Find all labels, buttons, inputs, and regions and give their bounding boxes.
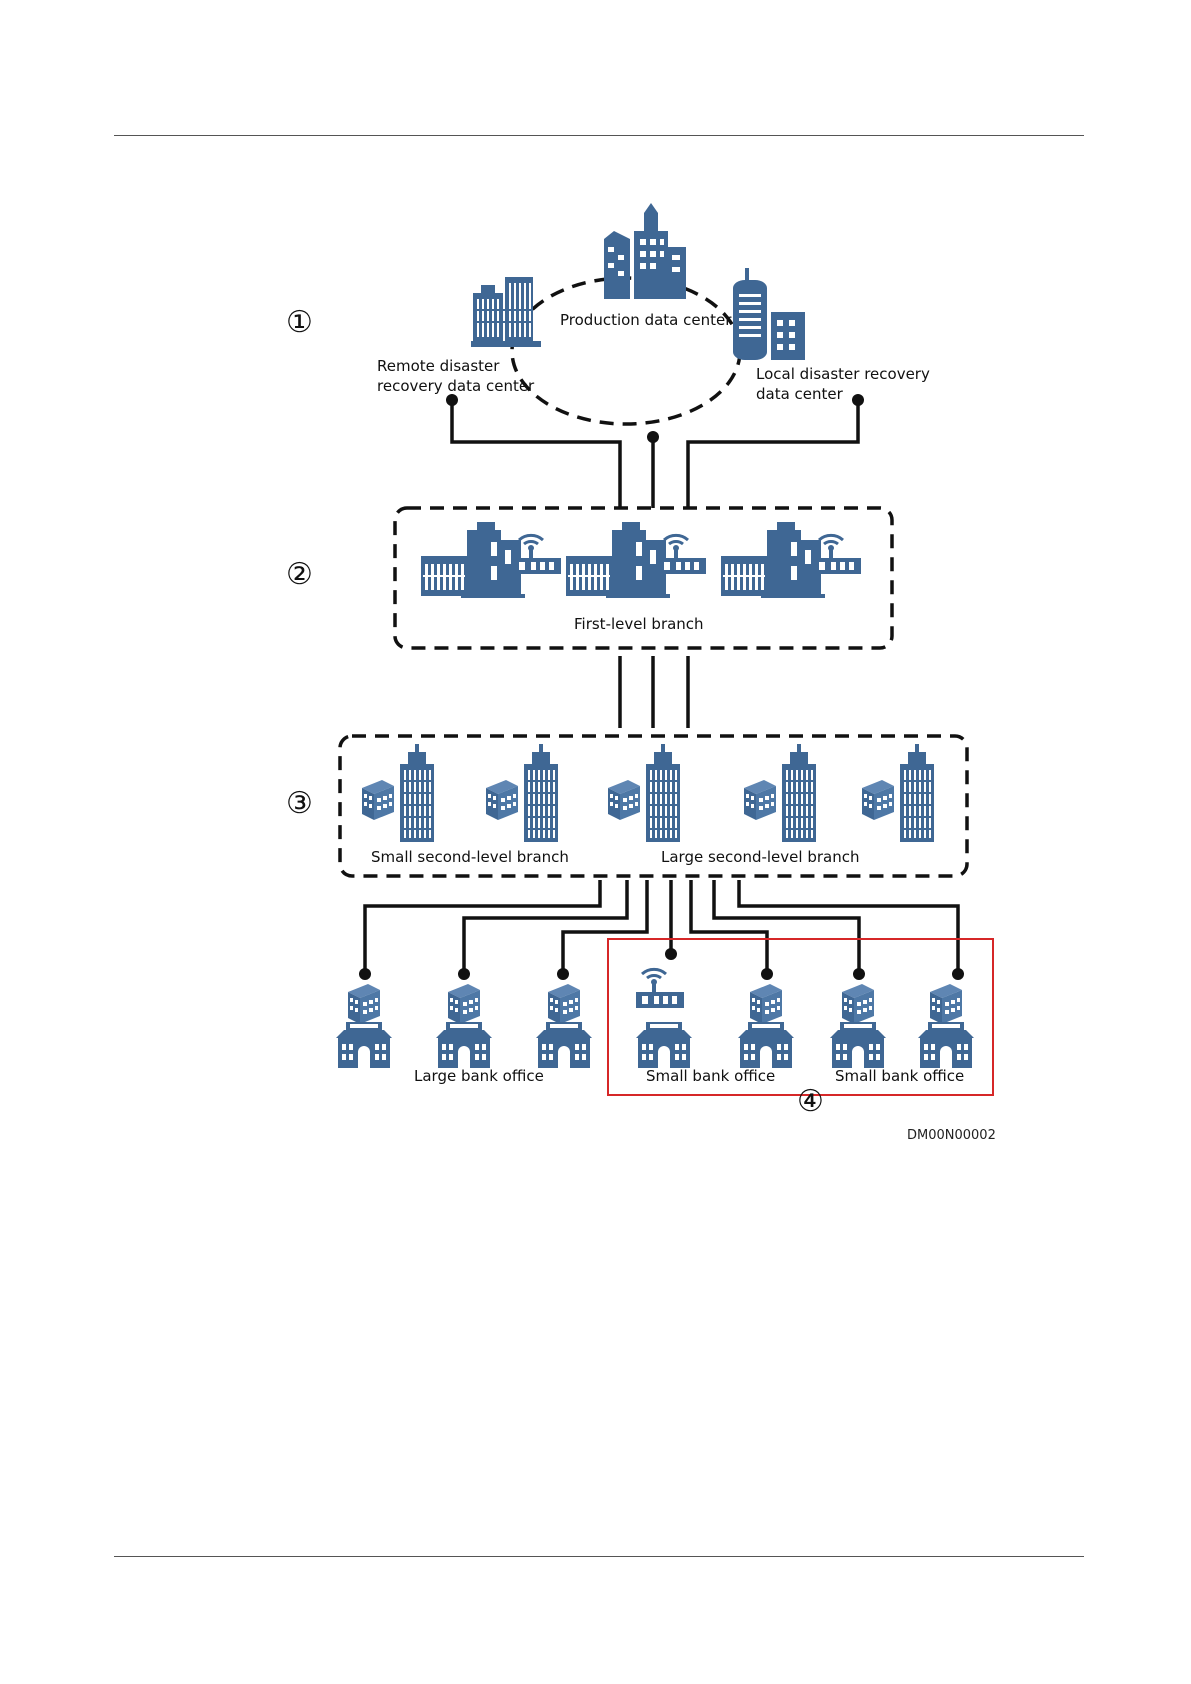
small-second-level-branch-label: Small second-level branch [371,847,569,867]
tier-marker-2: ② [286,560,313,590]
small-bank-office-label: Small bank office [646,1066,775,1086]
data-center-ring [512,278,740,424]
tier-marker-3: ③ [286,789,313,819]
remote-dr-data-center-icon [471,277,541,347]
second-level-branch-icon [744,744,816,842]
large-bank-office-icon [436,984,492,1068]
tier-marker-4: ④ [797,1087,824,1117]
production-data-center-label: Production data center [560,310,731,330]
figure-code: DM00N00002 [907,1128,996,1143]
local-dr-data-center-icon [733,268,805,360]
tier2-to-tier3-links [620,656,688,728]
second-level-branch-icon [862,744,934,842]
local-dr-label-line1: Local disaster recovery [756,364,930,384]
tier1-to-tier2-links [452,400,858,508]
first-level-branch-icon [721,522,861,598]
large-bank-office-label: Large bank office [414,1066,544,1086]
first-level-branch-icon [421,522,561,598]
local-dr-label-line2: data center [756,384,843,404]
first-level-branch-label: First-level branch [574,614,704,634]
large-bank-office-icon [536,984,592,1068]
remote-dr-label-line2: recovery data center [377,376,534,396]
second-level-branch-icon [486,744,558,842]
small-bank-office-label: Small bank office [835,1066,964,1086]
production-data-center-icon [604,203,686,299]
remote-dr-label-line1: Remote disaster [377,356,499,376]
tier-marker-1: ① [286,308,313,338]
large-bank-office-icon [336,984,392,1068]
large-second-level-branch-label: Large second-level branch [661,847,859,867]
second-level-branch-icon [362,744,434,842]
first-level-branch-icon [566,522,706,598]
second-level-branch-icon [608,744,680,842]
